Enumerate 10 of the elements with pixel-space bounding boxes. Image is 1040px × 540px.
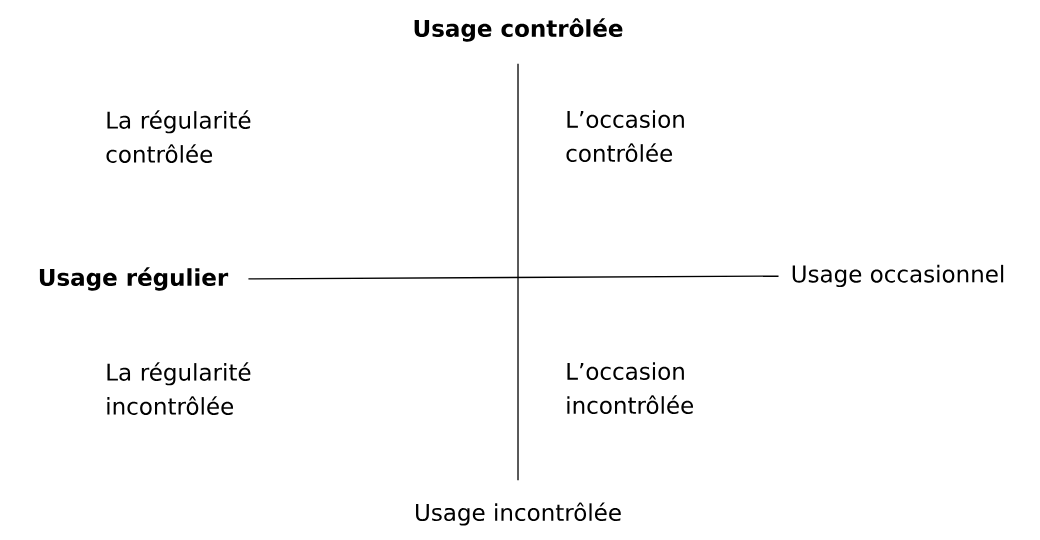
axis-label: Usage incontrôlée	[416, 502, 621, 526]
quadrant-label: La régularité incontrôlée	[107, 362, 251, 415]
axis-label: Usage contrôlée	[414, 18, 623, 42]
quadrant-label: L’occasion contrôlée	[566, 110, 684, 162]
axis-line	[247, 275, 780, 280]
quadrant-label: L’occasion incontrôlée	[567, 362, 693, 414]
quadrant-label: La régularité contrôlée	[106, 110, 251, 163]
axis-label: Usage régulier	[39, 267, 229, 291]
axis-line	[517, 63, 519, 481]
axis-label: Usage occasionnel	[792, 264, 1004, 288]
